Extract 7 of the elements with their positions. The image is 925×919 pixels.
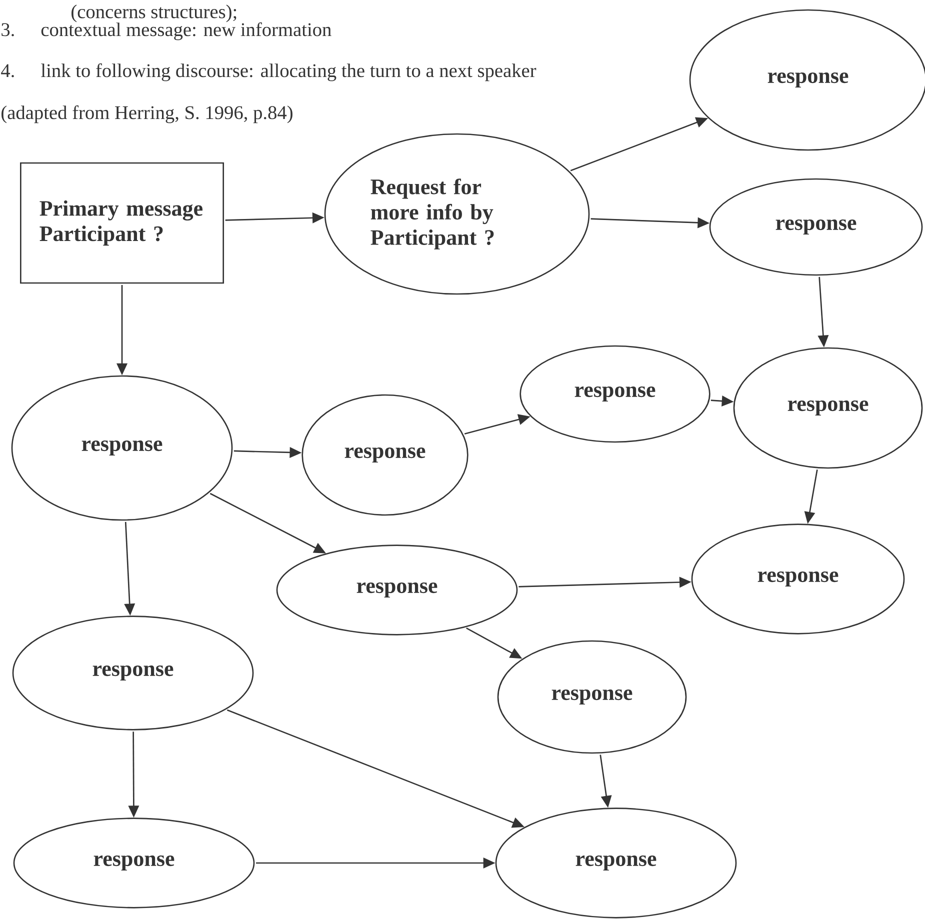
text-line: 4. [1,64,14,78]
process-box: Primary message Participant ? [20,162,224,284]
text-line: 3. [2,23,14,36]
text-line: contextual message: new information [41,22,332,40]
text-line: (concerns structures); [72,4,236,22]
text-line: (adapted from Herring, S. 1996, p.84) [2,105,292,124]
text-line: link to following discourse: allocating the turn to a next speaker [41,63,536,82]
